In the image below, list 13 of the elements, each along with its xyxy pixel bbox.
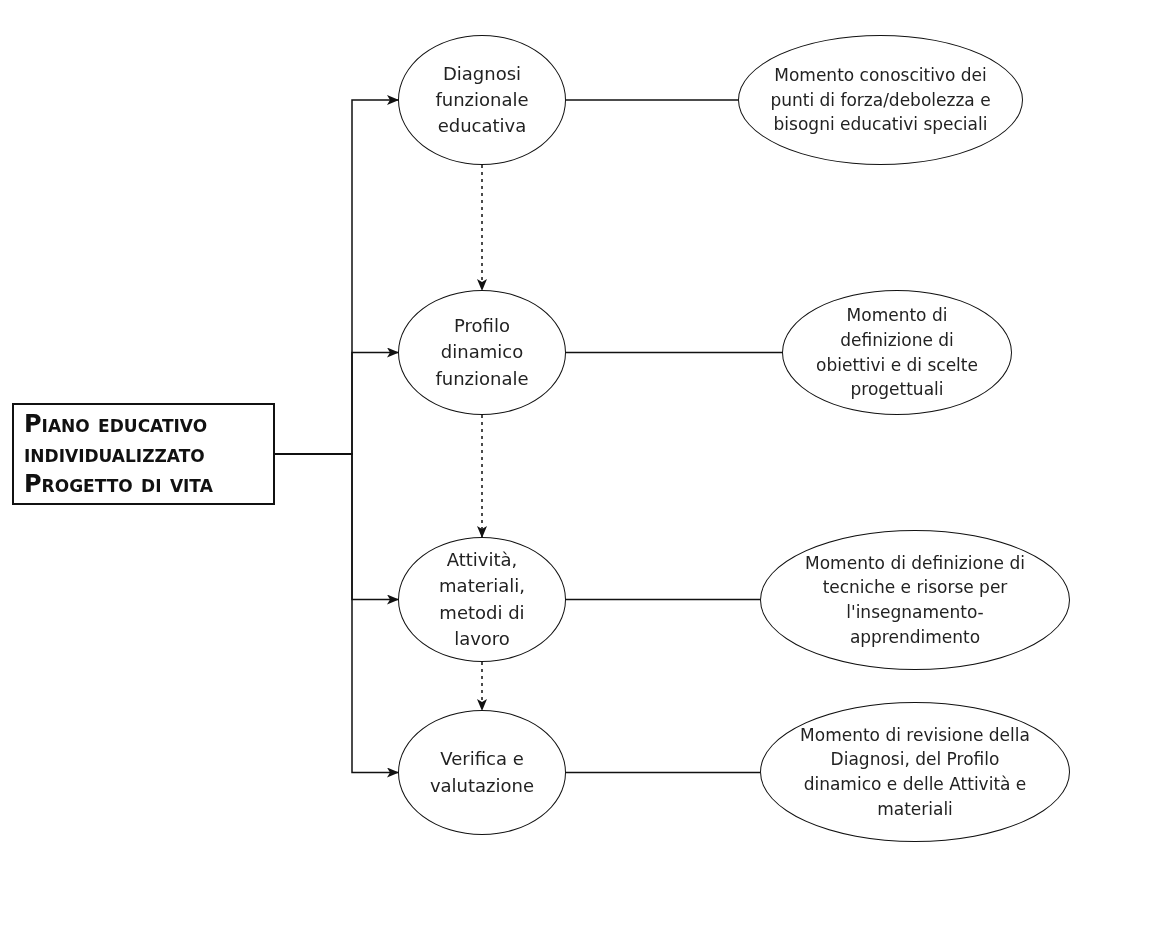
node-text: Profilo dinamico funzionale <box>434 314 530 391</box>
arrow <box>477 661 487 711</box>
node-text: Momento di revisione della Diagnosi, del Profilo dinamico e delle Attività e materiali <box>799 723 1031 821</box>
title-box <box>12 403 275 505</box>
node-text: Verifica e valutazione <box>429 747 535 798</box>
node-text: Momento di definizione di obiettivi e di scelte progettuali <box>815 304 979 402</box>
arrow <box>477 414 487 538</box>
node-text: Diagnosi funzionale educativa <box>434 61 530 139</box>
node-text: Momento di definizione di tecniche e risorse per l'insegnamento-apprendimento <box>804 551 1026 649</box>
node-text: Attività, materiali, metodi di lavoro <box>438 548 526 651</box>
node-text: Momento conoscitivo dei punti di forza/debolezza e bisogni educativi speciali <box>769 64 992 137</box>
title-text: Piano educativo individualizzato Progetto di vita <box>24 409 214 499</box>
arrow <box>477 164 487 291</box>
